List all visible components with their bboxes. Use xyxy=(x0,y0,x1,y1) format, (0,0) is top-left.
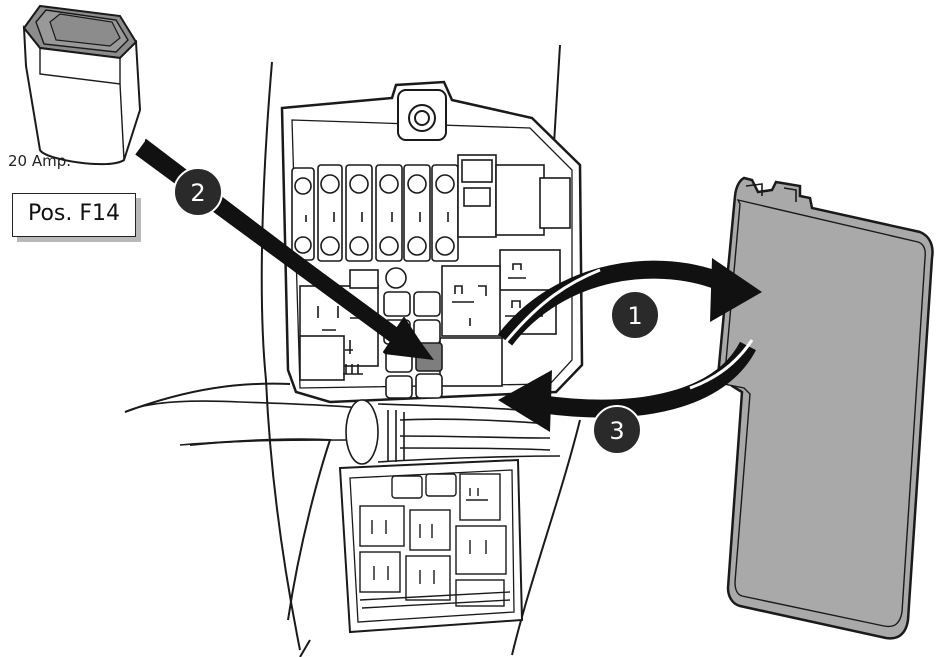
replacement-fuse xyxy=(24,6,140,164)
step-badge-2: 2 xyxy=(174,168,222,216)
step-number-2: 2 xyxy=(190,179,205,207)
mounting-bolt xyxy=(398,90,446,140)
fuse-position-label: Pos. F14 xyxy=(12,193,136,237)
fuse-box-cover xyxy=(718,178,933,638)
step-badge-3: 3 xyxy=(593,406,641,454)
fuse-rating-label: 20 Amp. xyxy=(8,152,71,170)
fuse-box-upper xyxy=(282,82,582,402)
step-badge-1: 1 xyxy=(611,291,659,339)
wire-harness xyxy=(125,400,560,464)
step-number-1: 1 xyxy=(627,302,642,330)
fuse-box-lower xyxy=(340,460,522,632)
step-number-3: 3 xyxy=(609,417,624,445)
